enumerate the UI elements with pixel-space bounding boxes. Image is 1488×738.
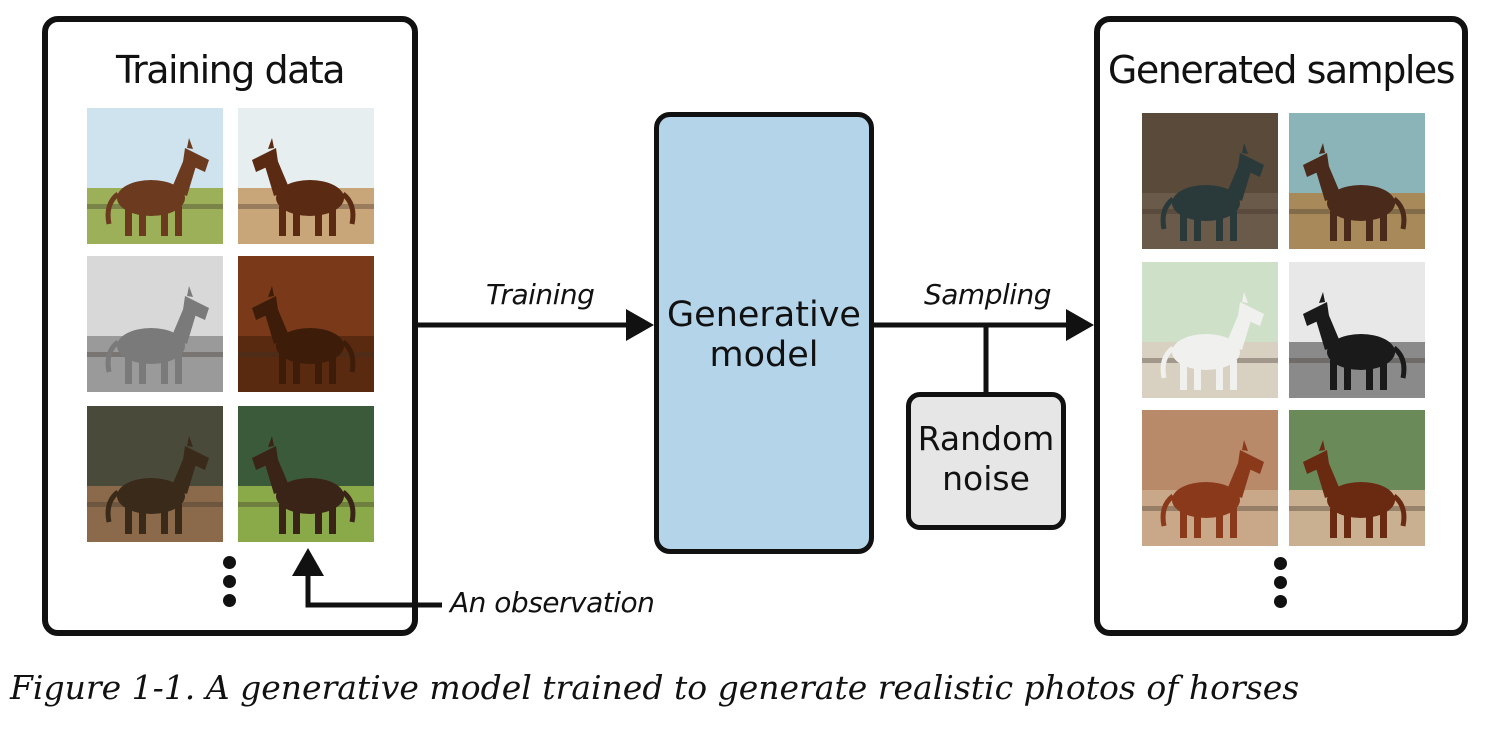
horse-photo-icon (1142, 113, 1278, 249)
training-data-title: Training data (115, 48, 346, 92)
generative-model-box: Generative model (654, 112, 874, 554)
generative-model-label: Generative model (667, 295, 861, 375)
horse-photo-icon (1289, 113, 1425, 249)
training-photo-4 (238, 256, 374, 392)
generated-photo-1 (1142, 113, 1278, 249)
horse-photo-icon (238, 406, 374, 542)
generated-photo-4 (1289, 262, 1425, 398)
horse-photo-icon (1289, 262, 1425, 398)
generated-photo-6 (1289, 410, 1425, 546)
training-edge-label: Training (486, 278, 595, 311)
sampling-edge-label: Sampling (924, 278, 1052, 311)
training-more-dots (223, 556, 237, 613)
training-photo-5 (87, 406, 223, 542)
training-photo-1 (87, 108, 223, 244)
generated-photo-5 (1142, 410, 1278, 546)
sampling-arrowhead (1066, 309, 1094, 341)
observation-arrowhead (292, 548, 324, 576)
figure-caption: Figure 1-1. A generative model trained t… (10, 668, 1300, 707)
training-photo-2 (238, 108, 374, 244)
random-noise-label: Random noise (917, 419, 1055, 498)
generated-samples-title: Generated samples (1107, 48, 1456, 92)
training-arrowhead (626, 309, 654, 341)
horse-photo-icon (238, 256, 374, 392)
horse-photo-icon (1289, 410, 1425, 546)
generated-photo-2 (1289, 113, 1425, 249)
training-photo-6 (238, 406, 374, 542)
horse-photo-icon (87, 108, 223, 244)
random-noise-box: Random noise (906, 392, 1066, 530)
generated-more-dots (1274, 557, 1288, 614)
training-photo-3 (87, 256, 223, 392)
horse-photo-icon (238, 108, 374, 244)
horse-photo-icon (1142, 410, 1278, 546)
horse-photo-icon (1142, 262, 1278, 398)
generated-photo-3 (1142, 262, 1278, 398)
observation-label: An observation (450, 586, 655, 619)
observation-pointer (305, 574, 442, 608)
horse-photo-icon (87, 256, 223, 392)
horse-photo-icon (87, 406, 223, 542)
